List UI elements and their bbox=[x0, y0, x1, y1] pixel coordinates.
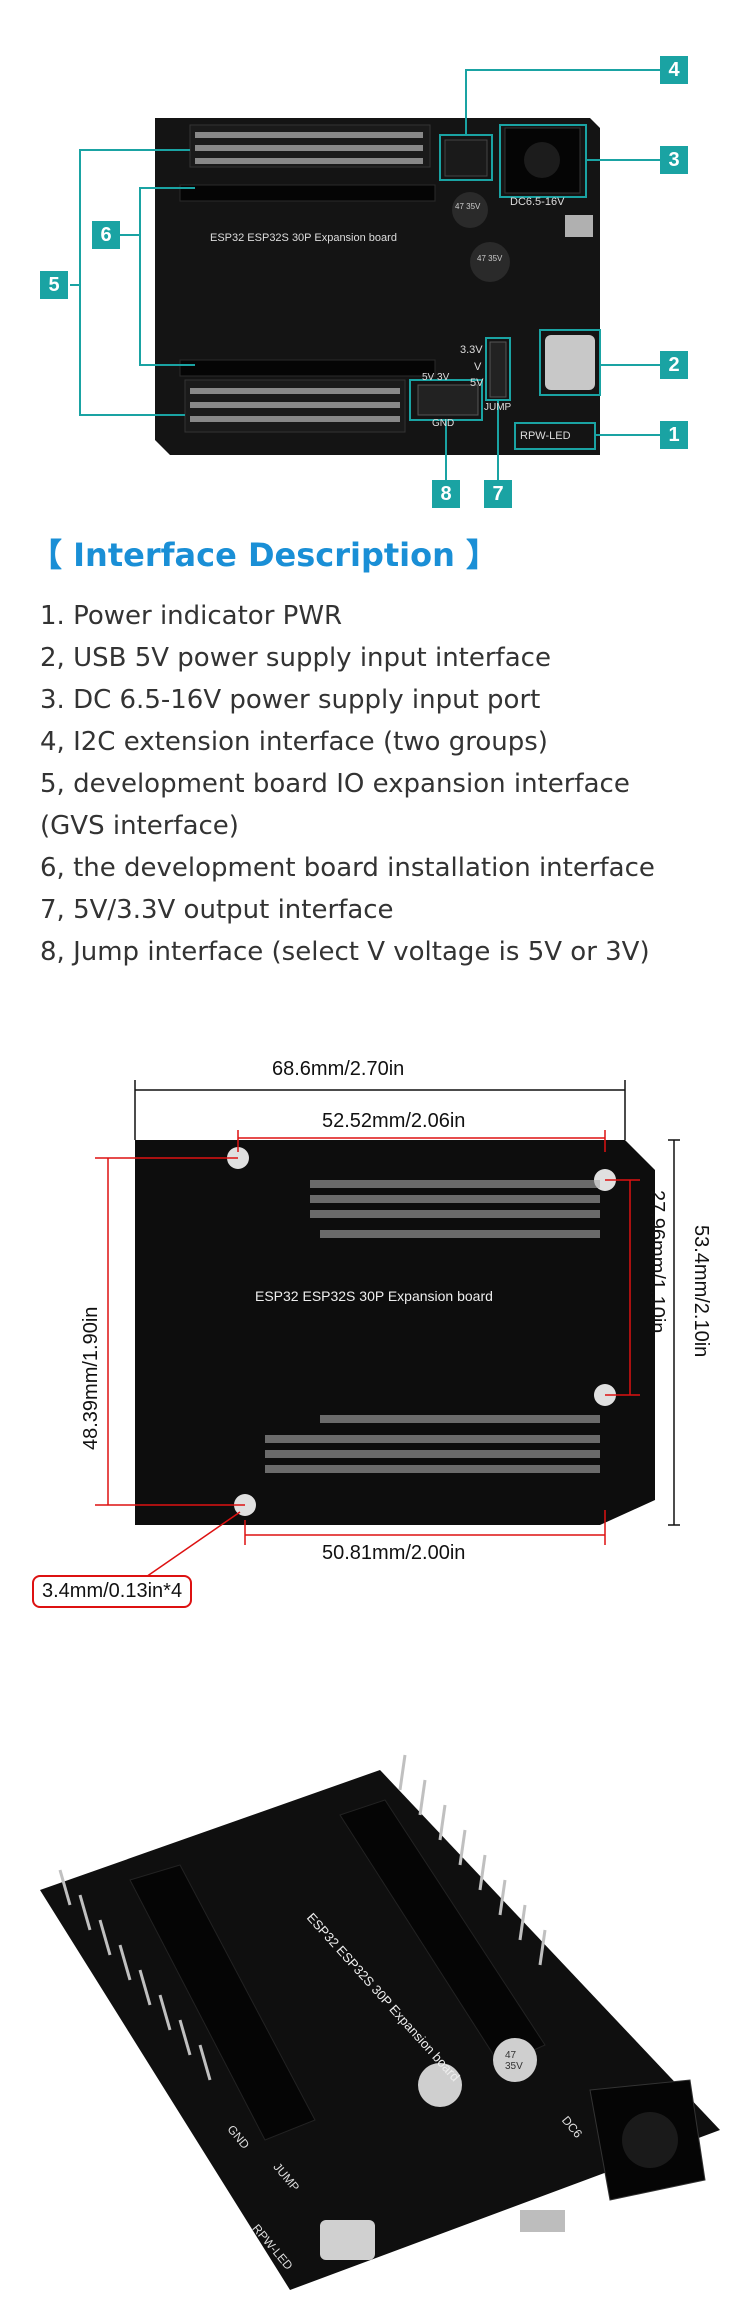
board-silk-title: ESP32 ESP32S 30P Expansion board bbox=[210, 232, 397, 244]
cap-label-2: 47 35V bbox=[477, 254, 503, 263]
callout-5: 5 bbox=[40, 271, 68, 299]
desc-line-5b: (GVS interface) bbox=[40, 811, 239, 841]
product-photo-svg bbox=[40, 1754, 720, 2290]
callout-8: 8 bbox=[432, 480, 460, 508]
board-top-view bbox=[70, 69, 660, 480]
dim-overall-width: 68.6mm/2.70in bbox=[272, 1058, 405, 1080]
led-label: RPW-LED bbox=[520, 430, 571, 442]
jumper-label: 5V 3V bbox=[422, 372, 450, 383]
desc-line-2: 2, USB 5V power supply input interface bbox=[40, 643, 551, 673]
dimension-drawing: 68.6mm/2.70in 52.52mm/2.06in ESP32 ESP32… bbox=[0, 1030, 750, 1650]
desc-line-1: 1. Power indicator PWR bbox=[40, 601, 343, 631]
callout-7: 7 bbox=[484, 480, 512, 508]
desc-line-3: 3. DC 6.5-16V power supply input port bbox=[40, 685, 541, 715]
board-diagram: ESP32 ESP32S 30P Expansion board DC6.5-1… bbox=[0, 0, 750, 520]
volt-label-5v: 5V bbox=[470, 377, 484, 389]
dc-label: DC6.5-16V bbox=[510, 196, 565, 208]
callout-4: 4 bbox=[660, 56, 688, 84]
desc-line-8: 8, Jump interface (select V voltage is 5… bbox=[40, 937, 650, 967]
dim-inner-right-height: 27.96mm/1.10in bbox=[646, 1190, 668, 1334]
desc-line-6: 6, the development board installation in… bbox=[40, 853, 655, 883]
cap-label-1: 47 35V bbox=[455, 202, 481, 211]
section-title: 【 Interface Description 】 bbox=[30, 536, 499, 574]
volt-label-v: V bbox=[474, 361, 482, 373]
desc-line-7: 7, 5V/3.3V output interface bbox=[40, 895, 394, 925]
dim-top-hole-span: 52.52mm/2.06in bbox=[322, 1110, 466, 1132]
dim-overall-height: 53.4mm/2.10in bbox=[690, 1225, 712, 1358]
product-photo: ESP32 ESP32S 30P Expansion board 47 35V … bbox=[0, 1700, 750, 2300]
description-list: 1. Power indicator PWR 2, USB 5V power s… bbox=[40, 595, 740, 973]
jump-label: JUMP bbox=[484, 402, 512, 413]
dim-left-height: 48.39mm/1.90in bbox=[80, 1306, 102, 1450]
dimension-svg bbox=[95, 1080, 680, 1589]
callout-3: 3 bbox=[660, 146, 688, 174]
gnd-label: GND bbox=[432, 418, 455, 429]
photo-cap-label: 47 35V bbox=[505, 2050, 523, 2072]
hole-size-label: 3.4mm/0.13in*4 bbox=[32, 1575, 193, 1608]
dim-board-text: ESP32 ESP32S 30P Expansion board bbox=[255, 1288, 493, 1304]
desc-line-4: 4, I2C extension interface (two groups) bbox=[40, 727, 548, 757]
dim-bottom-hole-span: 50.81mm/2.00in bbox=[322, 1542, 466, 1564]
callout-6: 6 bbox=[92, 221, 120, 249]
volt-label-33: 3.3V bbox=[460, 344, 483, 356]
desc-line-5: 5, development board IO expansion interf… bbox=[40, 769, 630, 799]
callout-2: 2 bbox=[660, 351, 688, 379]
callout-1: 1 bbox=[660, 421, 688, 449]
